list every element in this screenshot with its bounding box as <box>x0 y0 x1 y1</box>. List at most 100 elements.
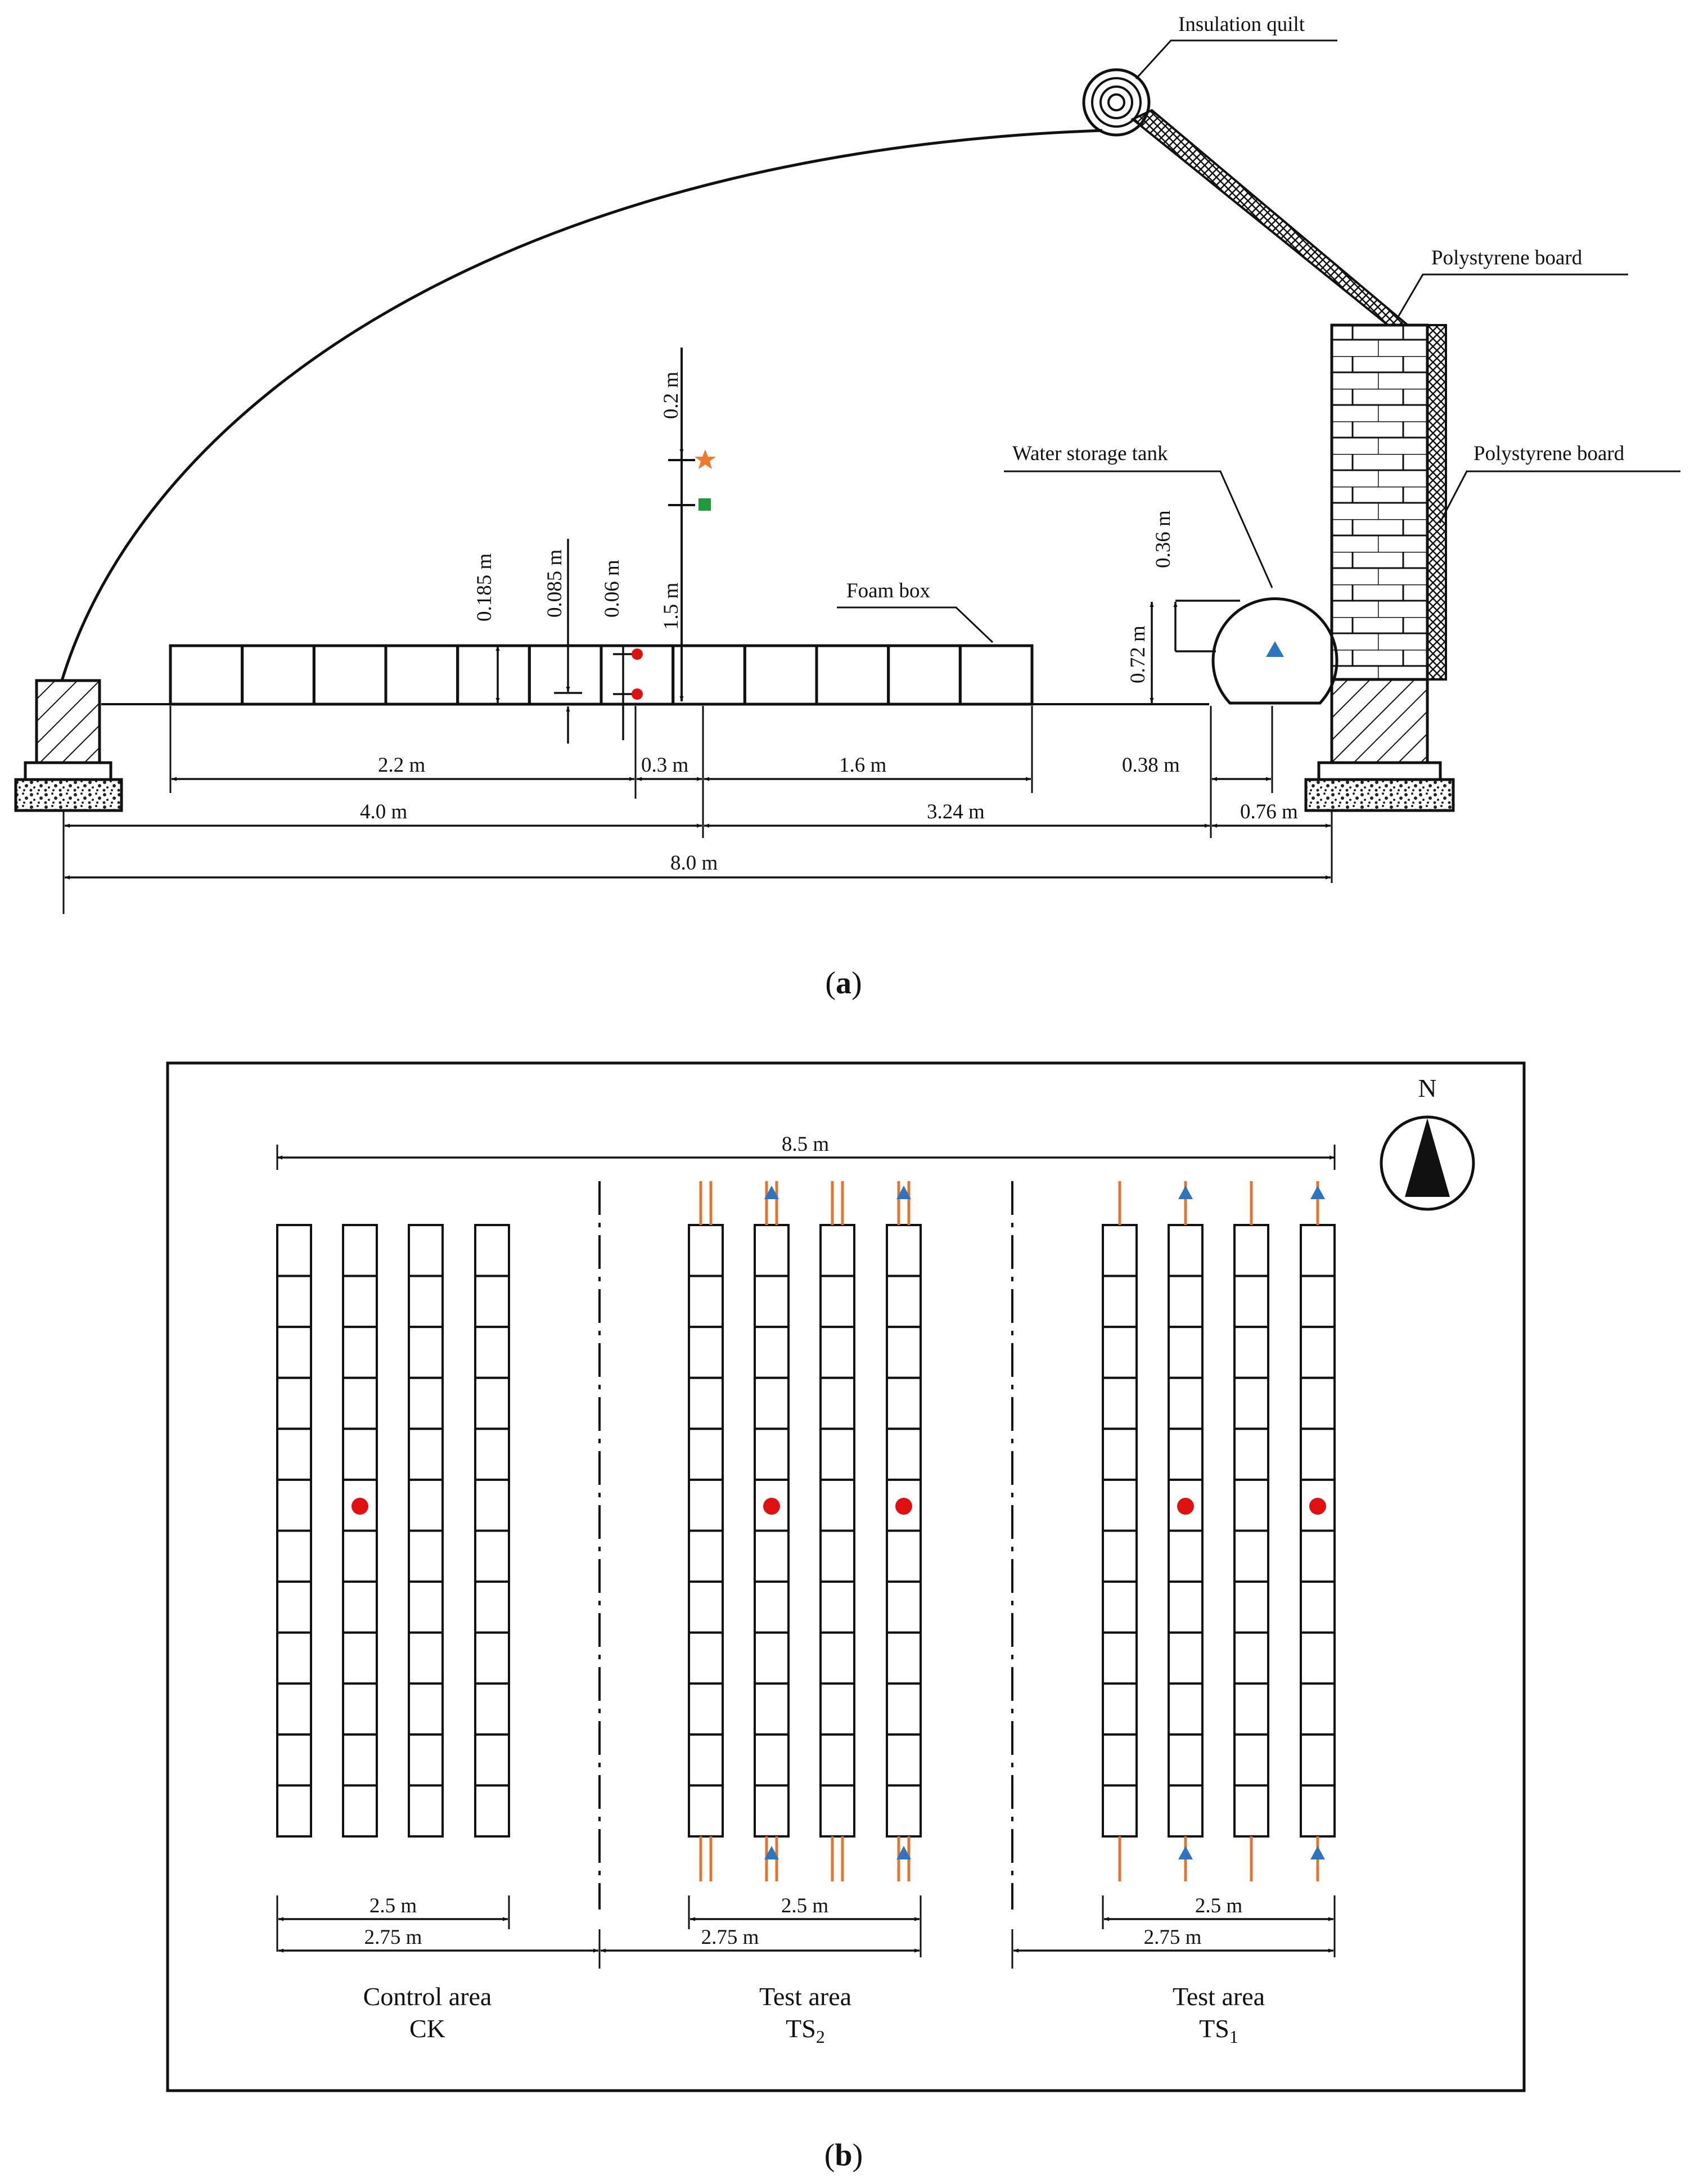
plant-cell <box>474 1631 510 1685</box>
left-foundation <box>35 679 101 764</box>
plant-cell <box>342 1428 378 1481</box>
brick-wall <box>1330 323 1429 681</box>
air-humidity-square-icon <box>698 498 711 511</box>
plant-cell <box>1168 1376 1204 1430</box>
dim-1-5: 1.5 m <box>660 583 683 631</box>
foam-box <box>312 644 387 706</box>
plant-cell <box>1233 1478 1269 1532</box>
plant-cell <box>408 1275 444 1329</box>
plant-cell <box>819 1784 855 1838</box>
plant-cell <box>474 1376 510 1430</box>
plan-frame <box>166 1061 1526 2092</box>
plant-cell <box>886 1428 922 1481</box>
dim-8-0: 8.0 m <box>670 852 718 875</box>
plant-cell <box>819 1224 855 1277</box>
dim-0-36: 0.36 m <box>1152 510 1175 568</box>
plant-cell <box>819 1326 855 1379</box>
area-ts1-line1: Test area <box>1173 1982 1265 2011</box>
plant-cell <box>1300 1682 1336 1736</box>
plant-cell <box>754 1529 790 1583</box>
soil-sensor-icon <box>1177 1498 1194 1515</box>
plant-cell <box>819 1478 855 1532</box>
foam-box <box>815 644 890 706</box>
plant-cell <box>1300 1275 1336 1329</box>
dim-3-24: 3.24 m <box>927 800 985 823</box>
plant-cell <box>1102 1784 1138 1838</box>
plant-cell <box>754 1428 790 1481</box>
plant-cell <box>1300 1784 1336 1838</box>
plant-cell <box>1102 1428 1138 1481</box>
plant-cell <box>754 1682 790 1736</box>
plant-cell <box>474 1784 510 1838</box>
plant-cell <box>408 1631 444 1685</box>
dim-0-3: 0.3 m <box>641 754 689 777</box>
plant-cell <box>276 1478 312 1532</box>
leader-foam-box <box>837 606 994 643</box>
plant-cell <box>1102 1682 1138 1736</box>
plant-cell <box>1102 1376 1138 1430</box>
foam-box <box>528 644 603 706</box>
plant-cell <box>276 1376 312 1430</box>
plant-cell <box>1102 1326 1138 1379</box>
plant-cell <box>688 1428 724 1481</box>
dim-0-72: 0.72 m <box>1126 625 1150 683</box>
plant-cell <box>754 1326 790 1379</box>
foam-box-row <box>169 644 1034 706</box>
plant-cell <box>1168 1275 1204 1329</box>
plant-cell <box>886 1682 922 1736</box>
caption-a: (a) <box>825 966 862 1001</box>
plant-cell <box>754 1275 790 1329</box>
label-water-storage-tank: Water storage tank <box>1012 442 1168 465</box>
right-foundation-step <box>1317 761 1442 781</box>
plant-cell <box>1168 1784 1204 1838</box>
plant-cell <box>342 1224 378 1277</box>
plant-cell <box>474 1478 510 1532</box>
plant-cell <box>688 1580 724 1634</box>
plant-cell <box>474 1275 510 1329</box>
plant-cell <box>819 1376 855 1430</box>
plant-cell <box>1233 1376 1269 1430</box>
label-polystyrene-board-top: Polystyrene board <box>1431 246 1583 269</box>
plant-cell <box>1233 1428 1269 1481</box>
plant-cell <box>276 1784 312 1838</box>
plant-cell <box>1168 1428 1204 1481</box>
plant-cell <box>819 1631 855 1685</box>
area-ts1-line2: TS1 <box>1199 2014 1238 2047</box>
plant-cell <box>1233 1275 1269 1329</box>
plant-cell <box>886 1275 922 1329</box>
flow-arrow-icon <box>1310 1186 1325 1199</box>
ts2-dim-2-75: 2.75 m <box>701 1926 759 1949</box>
plant-cell <box>819 1580 855 1634</box>
plant-cell <box>819 1529 855 1583</box>
plant-cell <box>408 1682 444 1736</box>
plant-cell <box>1300 1733 1336 1787</box>
plant-cell <box>1102 1529 1138 1583</box>
soil-sensor-icon <box>1309 1498 1326 1515</box>
plant-cell <box>276 1682 312 1736</box>
leader-polystyrene-side <box>1439 470 1680 524</box>
area-ts2-line1: Test area <box>759 1982 851 2011</box>
foam-box <box>456 644 531 706</box>
plant-cell <box>1102 1224 1138 1277</box>
soil-sensor-upper-icon <box>632 649 643 660</box>
plant-cell <box>1233 1224 1269 1277</box>
plant-cell <box>276 1428 312 1481</box>
left-foundation-step <box>24 761 112 781</box>
plant-cell <box>276 1529 312 1583</box>
plant-cell <box>474 1326 510 1379</box>
ck-dim-2-5: 2.5 m <box>369 1894 417 1917</box>
plant-cell <box>408 1580 444 1634</box>
planting-rows <box>276 1181 1336 1881</box>
plant-cell <box>276 1733 312 1787</box>
plant-cell <box>342 1326 378 1379</box>
panel-b-plan: N 8.5 m 2.5 m 2.75 m 2.5 m 2.75 m 2.5 m <box>166 1061 1526 2173</box>
plant-cell <box>276 1580 312 1634</box>
dim-0-38: 0.38 m <box>1122 754 1180 777</box>
plant-cell <box>1102 1733 1138 1787</box>
plant-cell <box>276 1631 312 1685</box>
dim-0-185: 0.185 m <box>473 553 496 622</box>
plant-cell <box>1168 1631 1204 1685</box>
plant-cell <box>1300 1428 1336 1481</box>
plant-cell <box>1300 1529 1336 1583</box>
